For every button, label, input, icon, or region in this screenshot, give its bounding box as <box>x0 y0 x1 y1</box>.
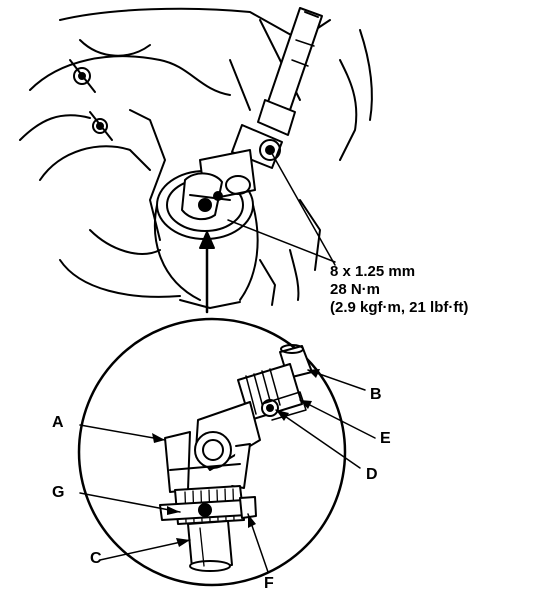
callout-b: B <box>370 386 382 403</box>
upper-steering-shaft <box>181 7 323 221</box>
callout-a: A <box>52 414 64 431</box>
arrowhead-e <box>300 400 312 409</box>
arrowhead-f <box>248 514 256 528</box>
arrowhead-b <box>308 369 320 378</box>
arrowhead-d <box>276 410 289 421</box>
arrowhead-c <box>176 538 190 547</box>
callout-leader-lines <box>79 369 376 573</box>
leader-a <box>79 424 166 441</box>
callout-c: C <box>90 550 102 567</box>
detail-arrow <box>199 231 215 314</box>
callout-g: G <box>52 484 65 501</box>
leader-e <box>299 399 376 439</box>
detail-universal-joint <box>159 344 313 572</box>
spec-bolt-size: 8 x 1.25 mm <box>330 263 416 280</box>
leader-g <box>79 492 181 513</box>
spec-torque-alt: (2.9 kgf·m, 21 lbf·ft) <box>330 299 469 316</box>
torque-leader-lines <box>227 149 336 266</box>
arrowhead-a <box>152 433 165 443</box>
engine-bay-background <box>19 7 373 309</box>
callout-d: D <box>366 466 378 483</box>
callout-arrowheads <box>152 369 320 547</box>
leader-c <box>99 539 191 561</box>
callout-e: E <box>380 430 391 447</box>
leader-d <box>275 409 361 469</box>
callout-f: F <box>264 575 274 592</box>
arrowhead-g <box>167 506 180 515</box>
spec-torque-nm: 28 N·m <box>330 281 381 298</box>
